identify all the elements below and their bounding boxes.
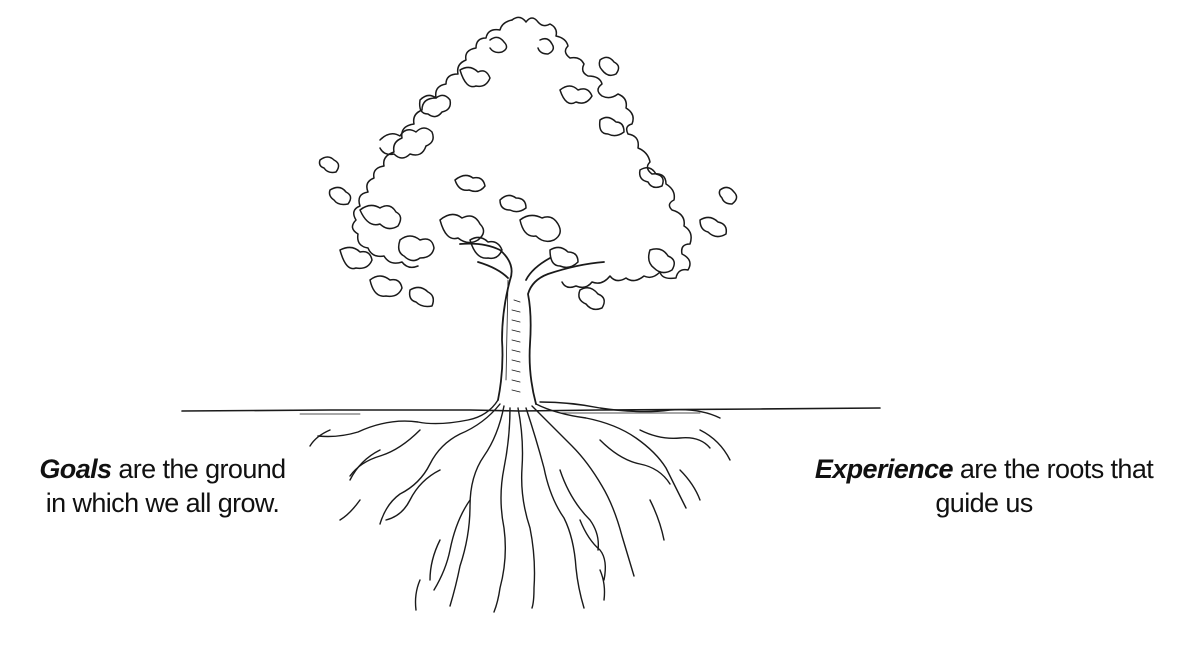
goals-caption-line-2: in which we all grow. xyxy=(0,486,325,520)
tree-roots xyxy=(310,400,730,612)
goals-caption-line-1: Goals are the ground xyxy=(0,452,325,486)
experience-caption-line-1: Experience are the roots that xyxy=(770,452,1198,486)
goals-caption: Goals are the ground in which we all gro… xyxy=(0,452,325,520)
goals-caption-rest: are the ground xyxy=(111,454,285,484)
goals-emphasis: Goals xyxy=(39,454,111,484)
ground-line xyxy=(182,408,880,411)
experience-caption-line-2: guide us xyxy=(770,486,1198,520)
experience-caption-rest: are the roots that xyxy=(953,454,1153,484)
experience-emphasis: Experience xyxy=(815,454,953,484)
tree-canopy xyxy=(320,17,737,309)
tree-trunk xyxy=(460,244,604,404)
experience-caption: Experience are the roots that guide us xyxy=(770,452,1198,520)
